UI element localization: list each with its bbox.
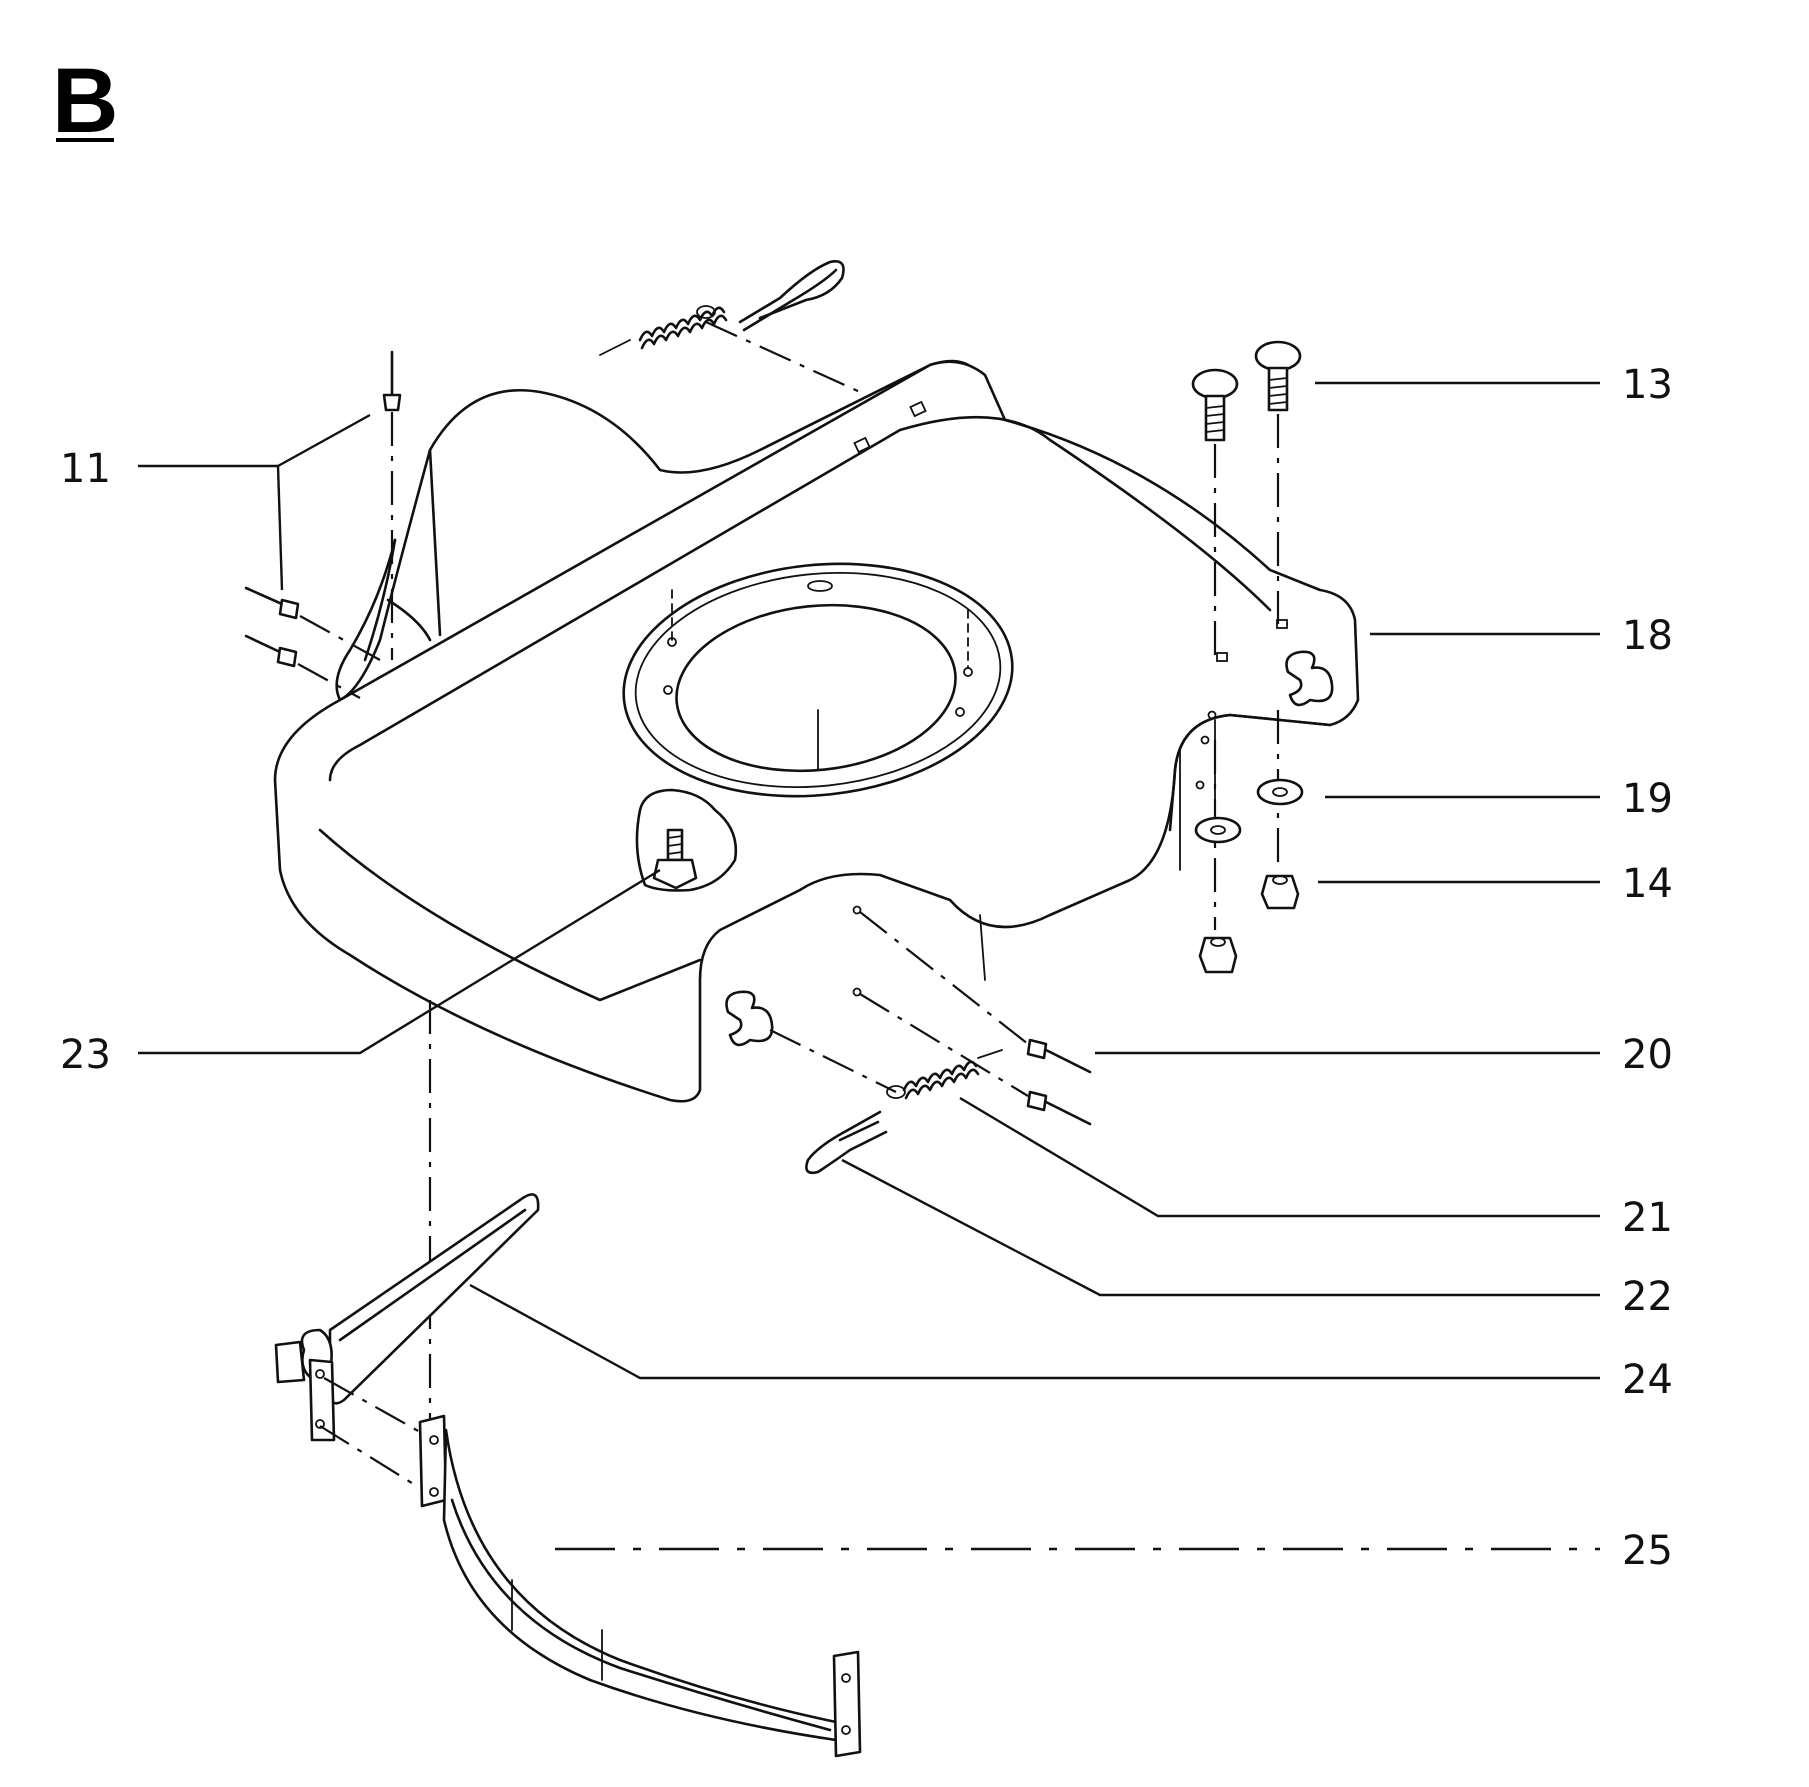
- deck-tab: [853, 436, 871, 454]
- leader-11: [138, 464, 284, 591]
- mount-hole: [955, 707, 965, 717]
- horizontal-pin: [244, 586, 300, 620]
- arm-axis: [323, 1377, 421, 1433]
- deck-hole: [852, 987, 862, 997]
- bolt-thread: [667, 835, 683, 839]
- leader-11-branch: [277, 413, 371, 468]
- section-letter: B: [52, 50, 118, 152]
- front-tension-spring: [886, 1049, 1003, 1100]
- part-label-22: 22: [1622, 1274, 1673, 1320]
- deck-hole: [1207, 710, 1217, 720]
- part-label-23: 23: [60, 1032, 111, 1078]
- hex-nut: [1260, 874, 1300, 910]
- front-pin-axis: [859, 911, 1029, 1045]
- horizontal-pin: [244, 634, 298, 668]
- front-spring-axis: [769, 1029, 897, 1093]
- height-adjuster: [635, 788, 738, 892]
- part-label-19: 19: [1622, 776, 1673, 822]
- pin-axis: [299, 615, 381, 661]
- part-label-20: 20: [1622, 1032, 1673, 1078]
- part-label-18: 18: [1622, 613, 1673, 659]
- adjuster-bolt-head: [652, 858, 698, 890]
- deck-hole: [1195, 780, 1205, 790]
- leader-23: [138, 868, 661, 1055]
- vertical-pin: [382, 350, 402, 412]
- leader-24: [469, 1283, 1600, 1380]
- part-label-24: 24: [1622, 1357, 1673, 1403]
- deck-hole: [852, 905, 862, 915]
- front-hairpin-clip: [805, 1110, 888, 1175]
- section-heading: B: [52, 50, 118, 152]
- deck-front-slot: [725, 990, 774, 1047]
- carriage-bolt: [1191, 368, 1239, 442]
- front-pin: [1026, 1090, 1092, 1126]
- mount-hole: [663, 685, 673, 695]
- curved-guard: [418, 1414, 862, 1758]
- spring-axis: [705, 320, 861, 394]
- deck-hole: [1200, 735, 1210, 745]
- part-label-13: 13: [1622, 362, 1673, 408]
- leader-22: [841, 1158, 1600, 1297]
- carriage-bolt: [1254, 340, 1302, 412]
- hex-nut: [1198, 936, 1238, 974]
- bolt-thread: [667, 851, 683, 855]
- front-pin-axis: [859, 993, 1029, 1097]
- part-labels: 11 13 14 18 19 20 21 22 23 24 25: [60, 362, 1673, 1574]
- deck-inner-rim: [328, 415, 1272, 782]
- leader-21: [959, 1096, 1600, 1218]
- bolt-thread: [667, 843, 683, 847]
- arm-axis: [319, 1425, 421, 1489]
- washer: [1256, 778, 1304, 806]
- rear-hairpin-clip: [738, 260, 845, 332]
- deck-right-wall: [1168, 713, 1332, 832]
- engine-mount-ring: [622, 562, 1014, 798]
- leader-lines: [138, 381, 1600, 1551]
- washer: [1194, 816, 1242, 844]
- deck-right-slot: [1285, 650, 1334, 707]
- part-label-11: 11: [60, 446, 111, 492]
- part-label-25: 25: [1622, 1528, 1673, 1574]
- deck-tab: [1216, 652, 1228, 662]
- pin-axis: [297, 663, 361, 699]
- deck-front-lip: [318, 828, 702, 1002]
- part-label-14: 14: [1622, 861, 1673, 907]
- rear-tension-spring: [599, 305, 728, 356]
- deck-tab: [909, 400, 927, 418]
- part-label-21: 21: [1622, 1195, 1673, 1241]
- flap-support-arm: [274, 1193, 540, 1442]
- mount-slot: [807, 580, 833, 592]
- front-pin: [1026, 1038, 1092, 1074]
